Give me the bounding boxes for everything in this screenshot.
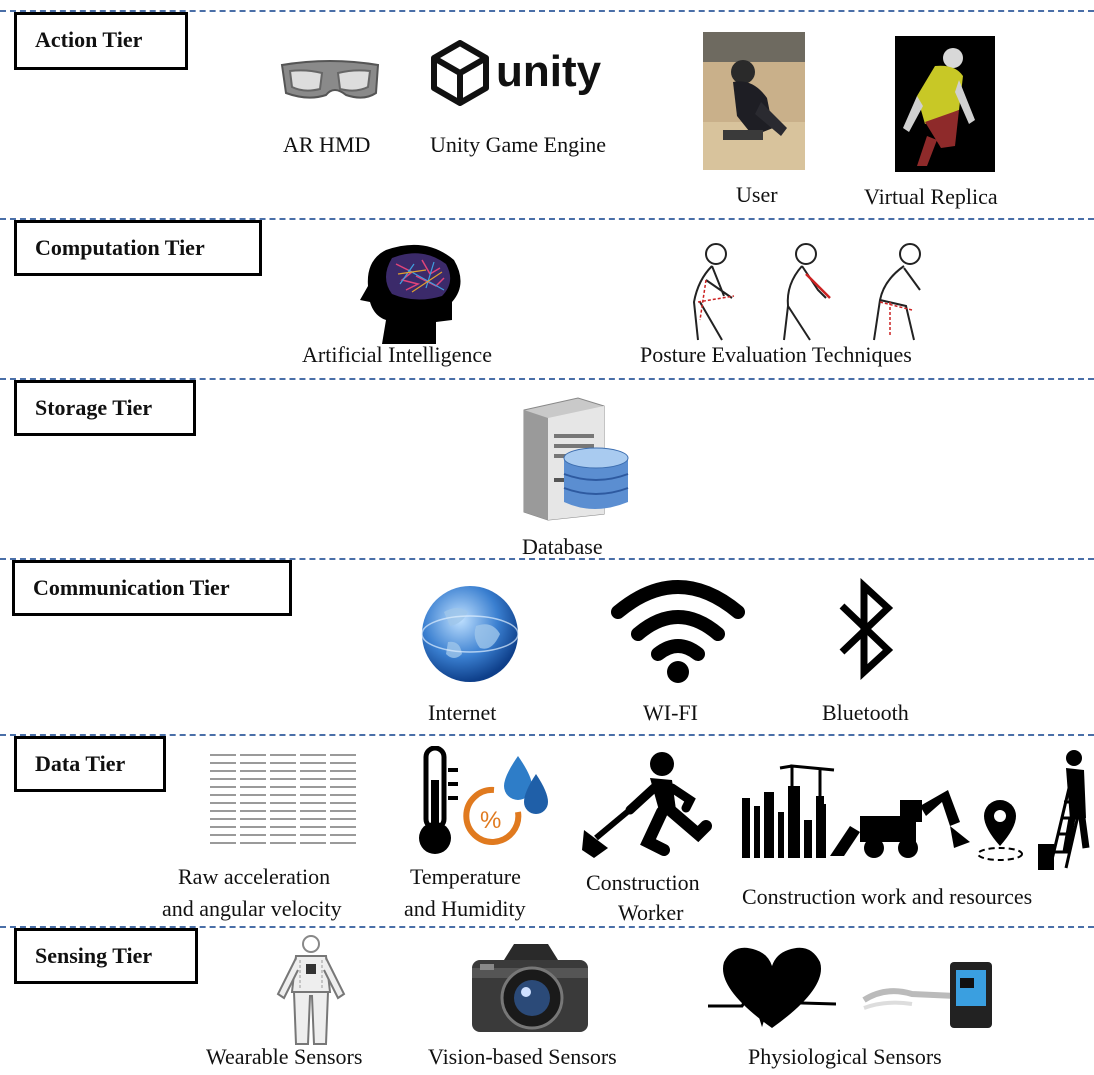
- database-server-icon: [518, 394, 636, 522]
- camera-icon: [468, 940, 592, 1036]
- user-photo: [703, 32, 805, 170]
- temperature-label-line2: and Humidity: [404, 896, 526, 921]
- raw-data-label-line1: Raw acceleration: [178, 864, 331, 889]
- storage-tier-label: Storage Tier: [35, 395, 153, 420]
- bluetooth-label: Bluetooth: [822, 700, 909, 725]
- worker-shovel-icon: [580, 748, 712, 860]
- action-tier-label: Action Tier: [35, 27, 143, 52]
- database-label: Database: [522, 534, 603, 559]
- communication-tier-box: Communication Tier: [12, 560, 292, 616]
- unity-logo-text: unity: [496, 47, 602, 96]
- user-label: User: [736, 182, 778, 207]
- location-pin-icon: [974, 798, 1026, 864]
- worker-label-line1: Construction: [586, 870, 700, 895]
- posture-figure-icon: [866, 240, 936, 346]
- data-text-icon: [210, 752, 358, 852]
- city-crane-icon: [740, 762, 836, 860]
- temperature-label-line1: Temperature: [410, 864, 521, 889]
- wifi-icon: [610, 576, 746, 688]
- vision-label: Vision-based Sensors: [428, 1044, 617, 1069]
- worker-label-line2: Worker: [618, 900, 684, 925]
- storage-tier-box: Storage Tier: [14, 380, 196, 436]
- physio-label: Physiological Sensors: [748, 1044, 942, 1069]
- posture-figure-icon: [772, 240, 846, 346]
- data-tier-label: Data Tier: [35, 751, 126, 776]
- posture-label: Posture Evaluation Techniques: [640, 342, 912, 367]
- bluetooth-icon: [836, 578, 896, 682]
- computation-tier-label: Computation Tier: [35, 235, 205, 260]
- posture-figure-icon: [676, 240, 758, 346]
- tier-separator: [0, 558, 1094, 560]
- hmd-goggles-icon: [276, 55, 384, 105]
- percent-text: %: [480, 807, 501, 834]
- unity-logo-icon: [430, 40, 490, 106]
- data-tier-box: Data Tier: [14, 736, 166, 792]
- raw-data-label-line2: and angular velocity: [162, 896, 342, 921]
- ai-label: Artificial Intelligence: [302, 342, 492, 367]
- tier-separator: [0, 10, 1094, 12]
- sensing-tier-box: Sensing Tier: [14, 928, 198, 984]
- virtual-replica-label: Virtual Replica: [864, 184, 998, 209]
- tier-separator: [0, 218, 1094, 220]
- unity-engine-label: Unity Game Engine: [430, 132, 606, 157]
- ar-hmd-label: AR HMD: [283, 132, 371, 157]
- resources-label: Construction work and resources: [742, 884, 1033, 909]
- tier-separator: [0, 734, 1094, 736]
- brain-head-icon: [356, 240, 468, 346]
- thermometer-icon: [416, 746, 460, 858]
- tier-separator: [0, 378, 1094, 380]
- communication-tier-label: Communication Tier: [33, 575, 230, 600]
- wifi-label: WI-FI: [643, 700, 698, 725]
- virtual-replica-image: [895, 36, 995, 172]
- wristband-sensor-icon: [856, 956, 996, 1032]
- tier-separator: [0, 926, 1094, 928]
- humidity-drops-icon: %: [462, 752, 552, 848]
- heart-icon: [708, 942, 836, 1032]
- internet-label: Internet: [428, 700, 497, 725]
- wearable-label: Wearable Sensors: [206, 1044, 363, 1069]
- globe-icon: [418, 582, 522, 686]
- excavator-icon: [830, 786, 970, 860]
- ladder-worker-icon: [1036, 748, 1094, 872]
- sensing-tier-label: Sensing Tier: [35, 943, 153, 968]
- action-tier-box: Action Tier: [14, 12, 188, 70]
- computation-tier-box: Computation Tier: [14, 220, 262, 276]
- body-suit-icon: [270, 934, 352, 1046]
